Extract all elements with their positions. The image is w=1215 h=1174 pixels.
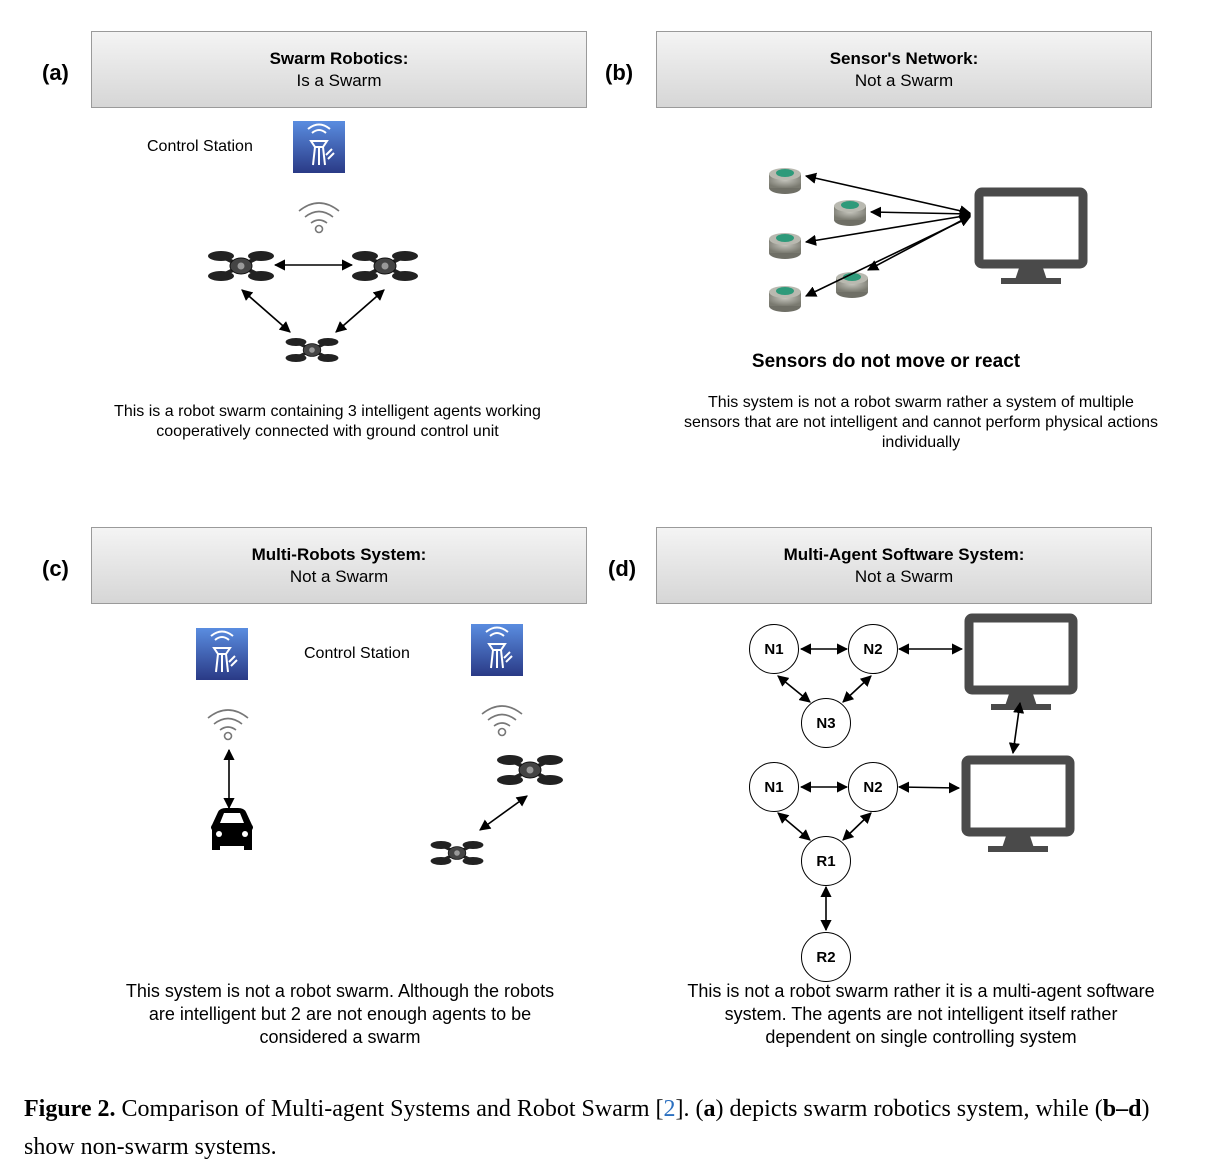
panel-b-subtitle: Not a Swarm: [854, 70, 954, 90]
panel-a-label: (a): [42, 60, 69, 85]
monitor-icon-d1: [969, 618, 1073, 710]
node-n1-top: N1: [749, 624, 799, 674]
sensor-links-b: [804, 172, 972, 297]
sensor-icon-1: [769, 168, 801, 194]
panel-c-subtitle: Not a Swarm: [289, 566, 389, 586]
panel-b-description: This system is not a robot swarm rather …: [650, 393, 1192, 453]
wifi-icon-c1: [207, 709, 249, 741]
panel-b-title: Sensor's Network:: [829, 48, 979, 68]
node-n1-bottom: N1: [749, 762, 799, 812]
caption-text: ) depicts swarm robotics system, while (: [715, 1096, 1103, 1122]
control-tower-icon-c2: [470, 623, 524, 677]
links-c: [223, 748, 528, 831]
panel-d-title: Multi-Agent Software System:: [783, 544, 1025, 564]
panel-d-description-line: dependent on single controlling system: [765, 1027, 1077, 1047]
node-r2: R2: [801, 932, 851, 982]
panel-a-description-line: cooperatively connected with ground cont…: [156, 423, 499, 440]
panel-c-description: This system is not a robot swarm. Althou…: [60, 980, 620, 1049]
node-r1: R1: [801, 836, 851, 886]
control-tower-icon-a: [292, 120, 346, 174]
panel-a-subtitle: Is a Swarm: [296, 70, 382, 90]
figure-caption: Figure 2. Comparison of Multi-agent Syst…: [24, 1090, 1194, 1166]
panel-a-description: This is a robot swarm containing 3 intel…: [60, 402, 595, 442]
panel-a-title-box: Swarm Robotics: Is a Swarm: [91, 31, 587, 108]
panel-b-description-line: This system is not a robot swarm rather …: [708, 394, 1134, 411]
node-n2-top: N2: [848, 624, 898, 674]
panel-c-description-line: are intelligent but 2 are not enough age…: [148, 1004, 532, 1024]
caption-text: Comparison of Multi-agent Systems and Ro…: [115, 1096, 664, 1122]
panel-d-label: (d): [608, 556, 637, 581]
wifi-icon-a: [298, 202, 340, 234]
drone-icon-c2: [429, 839, 485, 867]
panel-d-title-box: Multi-Agent Software System: Not a Swarm: [656, 527, 1152, 604]
monitor-icon-b: [979, 192, 1083, 284]
panel-a-description-line: This is a robot swarm containing 3 intel…: [114, 403, 541, 420]
sensor-icon-2: [834, 200, 866, 226]
monitor-icon-d2: [966, 760, 1070, 852]
panel-d-description-line: This is not a robot swarm rather it is a…: [687, 981, 1155, 1001]
caption-panel-ref: a: [703, 1096, 716, 1122]
sensor-icon-3: [769, 233, 801, 259]
panel-b-description-line: individually: [881, 434, 961, 451]
reference-link[interactable]: 2: [663, 1096, 676, 1122]
panel-c-title: Multi-Robots System:: [251, 544, 427, 564]
panel-c-description-line: This system is not a robot swarm. Althou…: [125, 981, 555, 1001]
figure-label: Figure 2.: [24, 1096, 116, 1122]
panel-c-label: (c): [42, 556, 69, 581]
panel-d-subtitle: Not a Swarm: [854, 566, 954, 586]
panel-b-label: (b): [605, 60, 634, 85]
drone-icon-c1: [495, 753, 565, 787]
caption-text: ) show non-swarm systems.: [24, 1096, 1150, 1160]
panel-a-title: Swarm Robotics:: [269, 48, 409, 68]
drone-icon-a2: [350, 249, 420, 283]
swarm-links-a: [241, 259, 385, 333]
panel-b-description-line: sensors that are not intelligent and can…: [683, 414, 1159, 431]
links-d: [777, 643, 1025, 932]
car-icon: [211, 808, 253, 850]
panel-d-description: This is not a robot swarm rather it is a…: [650, 980, 1192, 1049]
control-station-label-c: Control Station: [304, 645, 410, 662]
panel-d-description-line: system. The agents are not intelligent i…: [724, 1004, 1118, 1024]
control-tower-icon-c1: [195, 627, 249, 681]
drone-icon-a3: [284, 336, 340, 364]
caption-text: ]. (: [675, 1096, 704, 1122]
panel-c-description-line: considered a swarm: [259, 1027, 421, 1047]
node-n2-bottom: N2: [848, 762, 898, 812]
caption-panel-ref: b–d: [1102, 1096, 1142, 1122]
node-n3-top: N3: [801, 698, 851, 748]
sensors-heading: Sensors do not move or react: [751, 351, 1021, 372]
wifi-icon-c2: [481, 705, 523, 737]
drone-icon-a1: [206, 249, 276, 283]
sensor-icon-5: [769, 286, 801, 312]
panel-c-title-box: Multi-Robots System: Not a Swarm: [91, 527, 587, 604]
panel-b-title-box: Sensor's Network: Not a Swarm: [656, 31, 1152, 108]
sensor-icon-4: [836, 272, 868, 298]
control-station-label-a: Control Station: [147, 138, 253, 155]
